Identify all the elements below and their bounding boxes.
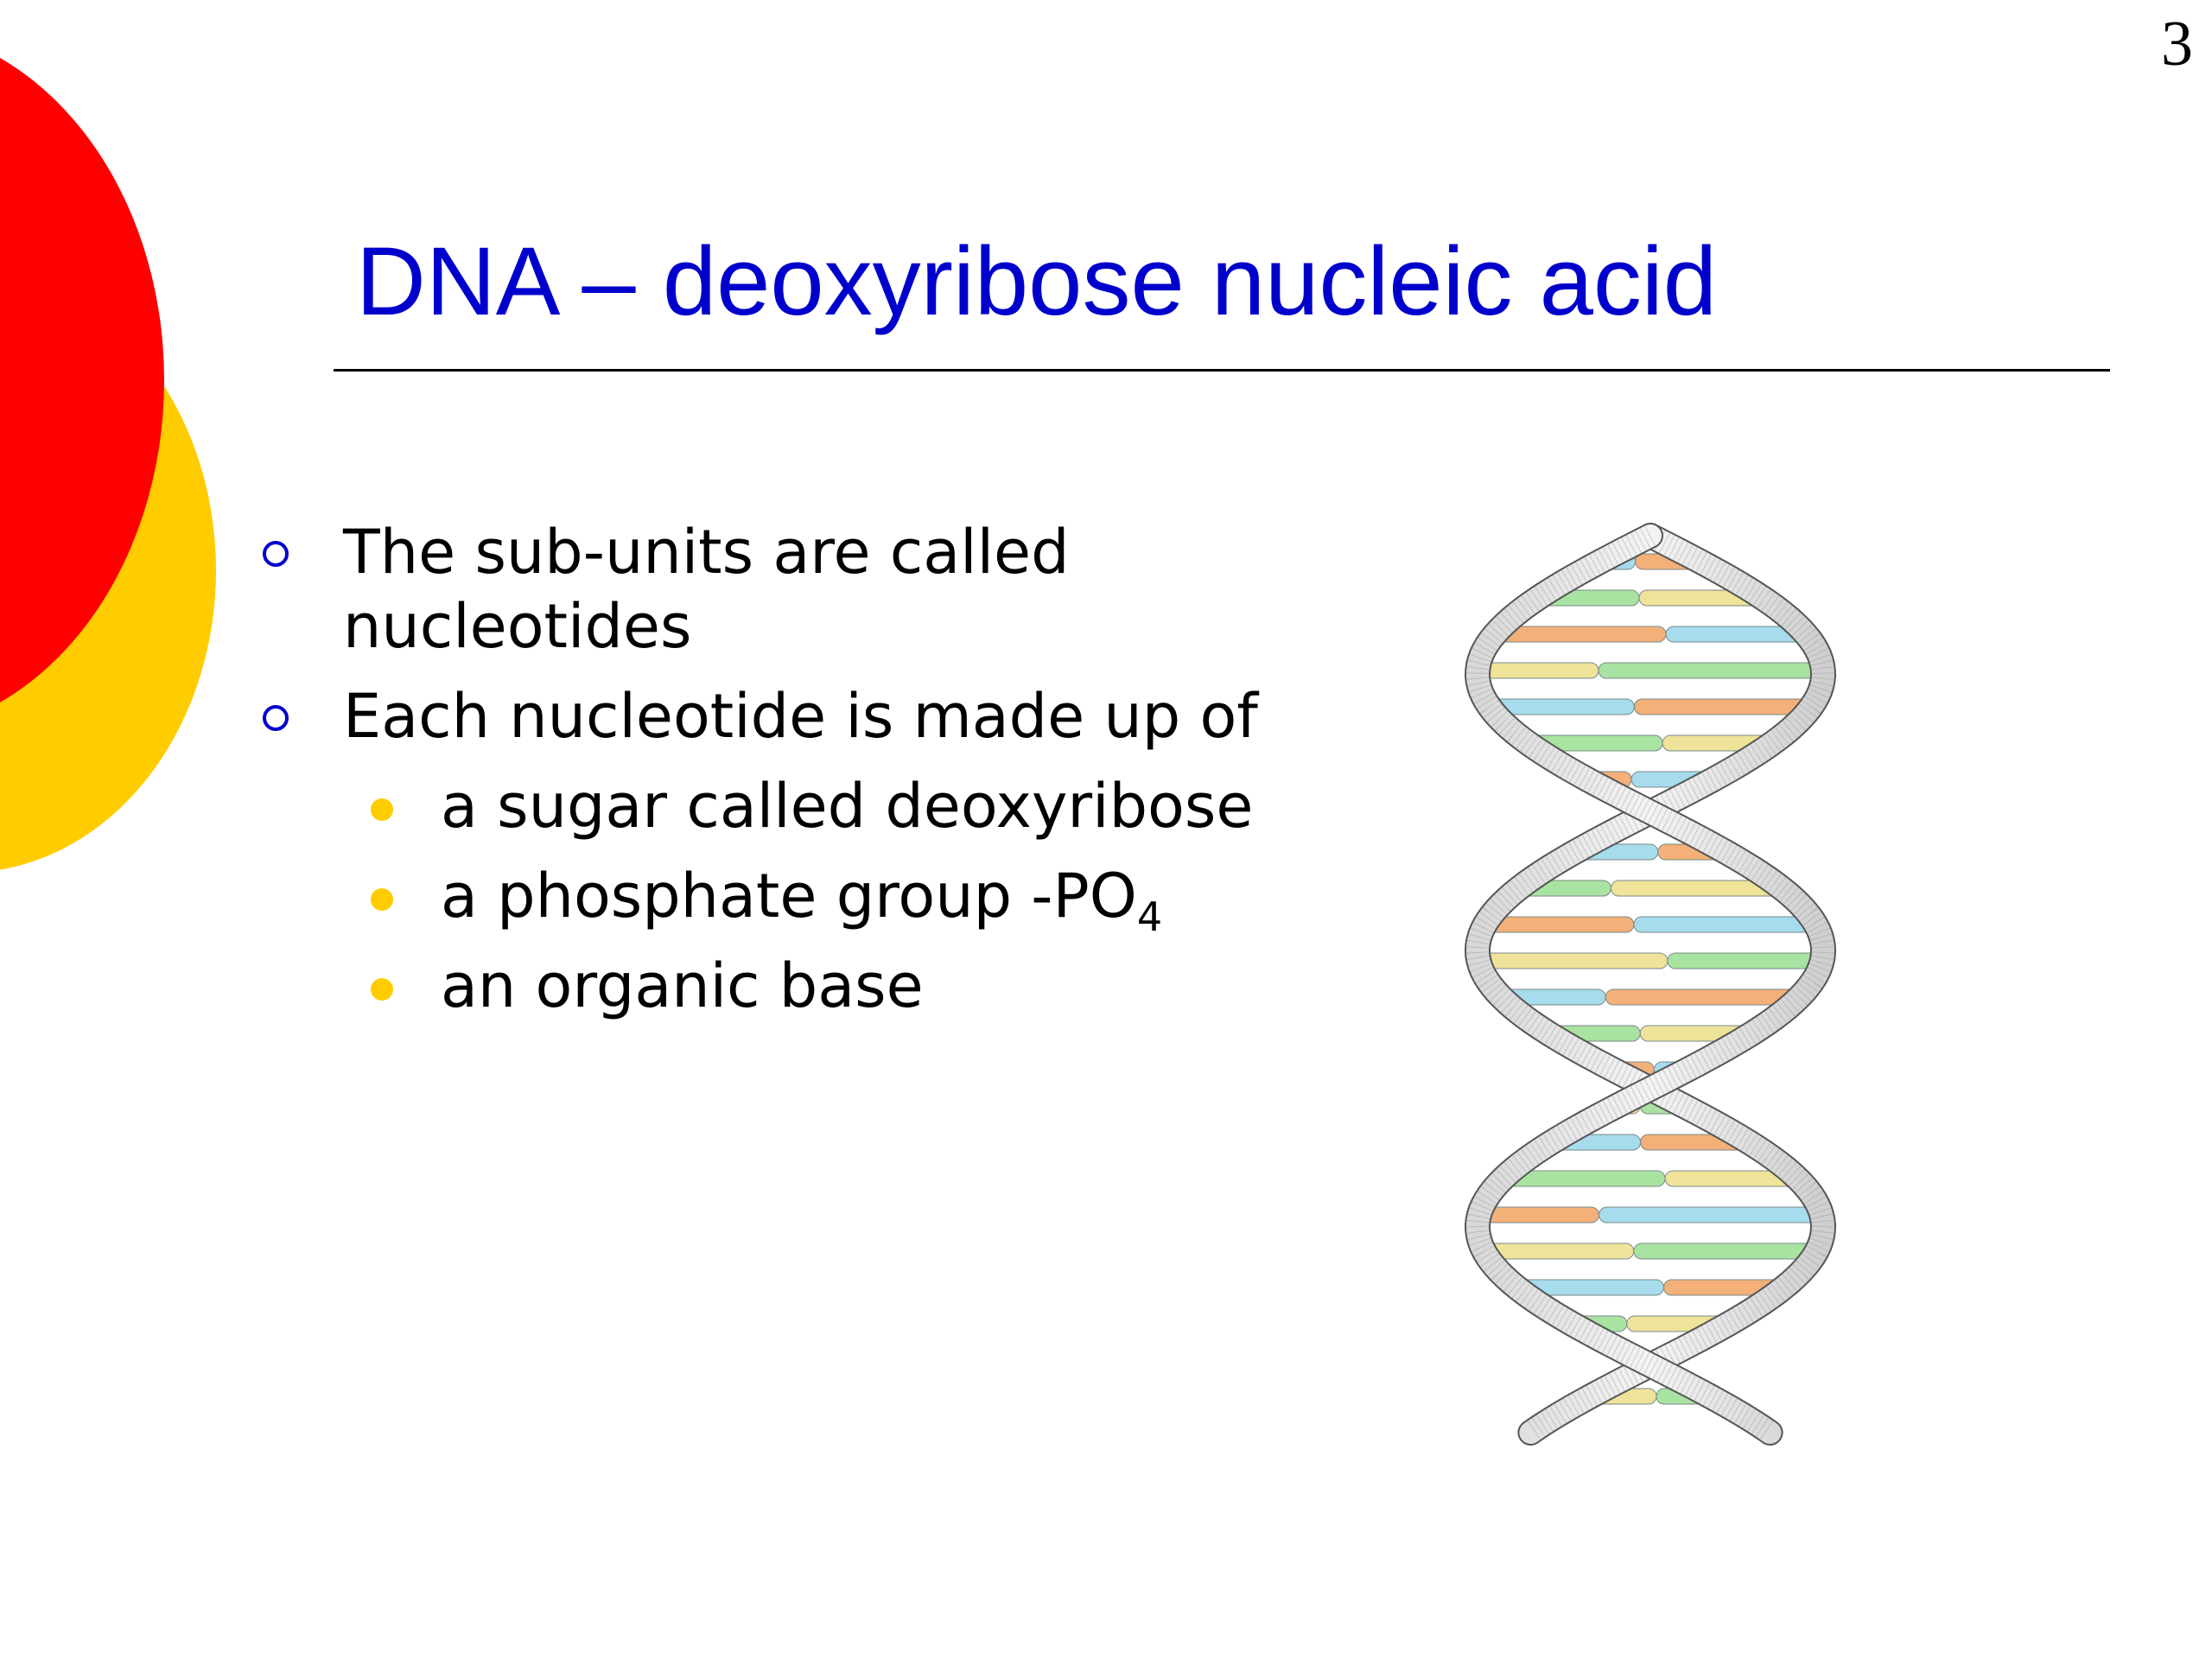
hollow-circle-bullet-icon <box>263 541 289 567</box>
bullet-item: The sub-units are called nucleotides <box>259 515 1382 664</box>
base-pair-segment <box>1599 1206 1822 1224</box>
base-pair-segment <box>1478 1206 1600 1224</box>
bullet-item: Each nucleotide is made up of <box>259 679 1382 753</box>
sub-bullet-text: an organic base <box>441 950 924 1021</box>
base-pair-segment <box>1633 916 1816 933</box>
base-pair-segment <box>1633 698 1812 715</box>
base-pair-segment <box>1494 626 1667 643</box>
bullet-text: Each nucleotide is made up of <box>343 681 1258 752</box>
subscript: 4 <box>1136 893 1163 940</box>
slide-title: DNA – deoxyribose nucleic acid <box>356 227 1718 335</box>
base-pair-segment <box>1598 662 1824 679</box>
base-pair-segment <box>1633 1243 1817 1260</box>
sub-bullet-text: a phosphate group -PO <box>441 861 1137 931</box>
sub-bullet-item: an organic base <box>259 949 1382 1023</box>
base-pair-segment <box>1484 1243 1635 1260</box>
sub-bullet-text: a sugar called deoxyribose <box>441 771 1254 842</box>
base-pair-segment <box>1667 952 1823 969</box>
helix-strand <box>1465 524 1835 1444</box>
base-pair-segment <box>1484 916 1635 933</box>
base-pair-segment <box>1478 952 1669 969</box>
title-divider <box>334 369 2110 372</box>
base-pair-segment <box>1477 662 1599 679</box>
dot-bullet-icon <box>371 978 393 1001</box>
helix-strand <box>1465 524 1835 1444</box>
sub-bullet-item: a phosphate group -PO4 <box>259 859 1382 937</box>
dna-helix-illustration <box>1464 523 1837 1446</box>
dot-bullet-icon <box>371 888 393 911</box>
base-pair-segment <box>1605 988 1801 1006</box>
bullet-text: The sub-units are called nucleotides <box>343 517 1070 662</box>
bullet-list: The sub-units are called nucleotides Eac… <box>259 515 1382 1039</box>
sub-bullet-item: a sugar called deoxyribose <box>259 769 1382 843</box>
slide-number: 3 <box>2161 9 2193 79</box>
dot-bullet-icon <box>371 798 393 821</box>
hollow-circle-bullet-icon <box>263 705 289 731</box>
